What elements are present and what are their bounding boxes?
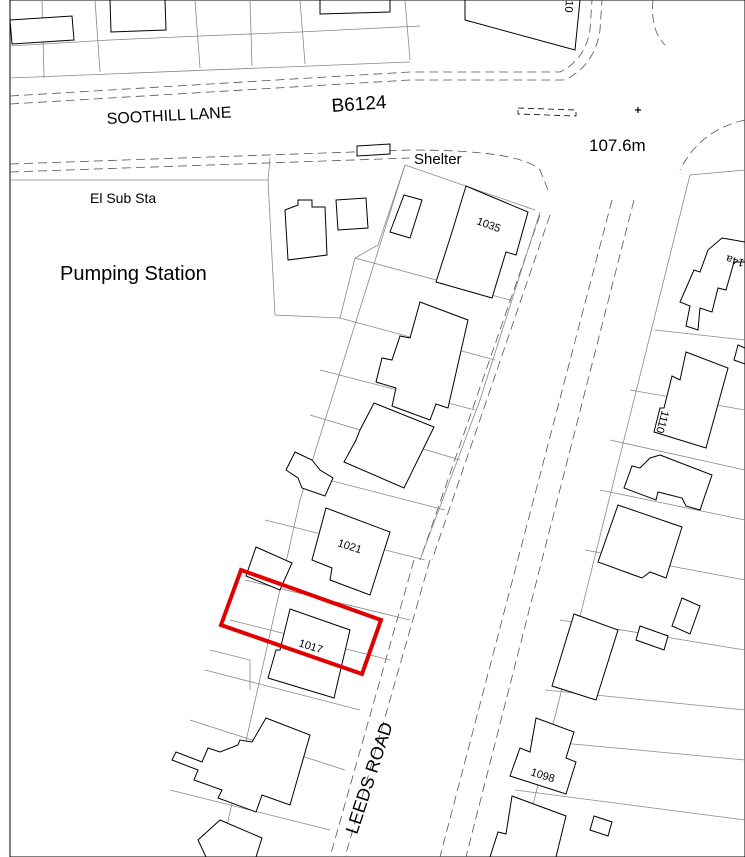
building xyxy=(551,613,619,701)
building xyxy=(375,301,469,421)
leeds-road-label: LEEDS ROAD xyxy=(342,720,397,837)
building xyxy=(109,0,167,33)
building-1021 xyxy=(311,507,391,596)
building-1035 xyxy=(435,185,529,299)
pumping-station-label: Pumping Station xyxy=(60,263,207,285)
building-1098 xyxy=(509,717,577,795)
building xyxy=(245,546,293,591)
building xyxy=(319,0,391,15)
building-14a xyxy=(679,237,745,331)
building xyxy=(671,597,701,635)
house-number-14a: 14a xyxy=(724,252,745,269)
building xyxy=(464,0,581,51)
building xyxy=(197,819,263,857)
site-boundary-highlight xyxy=(218,567,384,677)
building xyxy=(9,15,75,45)
building xyxy=(489,795,567,857)
building xyxy=(335,197,369,231)
building xyxy=(733,344,745,365)
buildings xyxy=(9,0,745,857)
building-1110 xyxy=(653,351,729,449)
building xyxy=(343,402,435,489)
building xyxy=(285,451,334,497)
building xyxy=(284,199,328,261)
soothill-lane-label: SOOTHILL LANE xyxy=(106,104,231,128)
building xyxy=(389,194,423,239)
building xyxy=(623,454,713,511)
building xyxy=(171,717,311,813)
shelter-label: Shelter xyxy=(414,151,462,168)
building xyxy=(589,815,613,837)
building xyxy=(597,504,683,579)
house-number-1110: 1110 xyxy=(653,409,671,434)
shelter-building xyxy=(356,143,391,157)
spot-height-label: 107.6m xyxy=(589,136,646,155)
building xyxy=(635,625,669,651)
el-sub-sta-label: El Sub Sta xyxy=(90,190,156,206)
road-kerbs xyxy=(9,0,745,857)
house-number-10-partial: 10 xyxy=(562,0,575,13)
b6124-label: B6124 xyxy=(331,92,388,117)
street-furniture xyxy=(517,107,641,117)
map-border xyxy=(9,0,745,857)
